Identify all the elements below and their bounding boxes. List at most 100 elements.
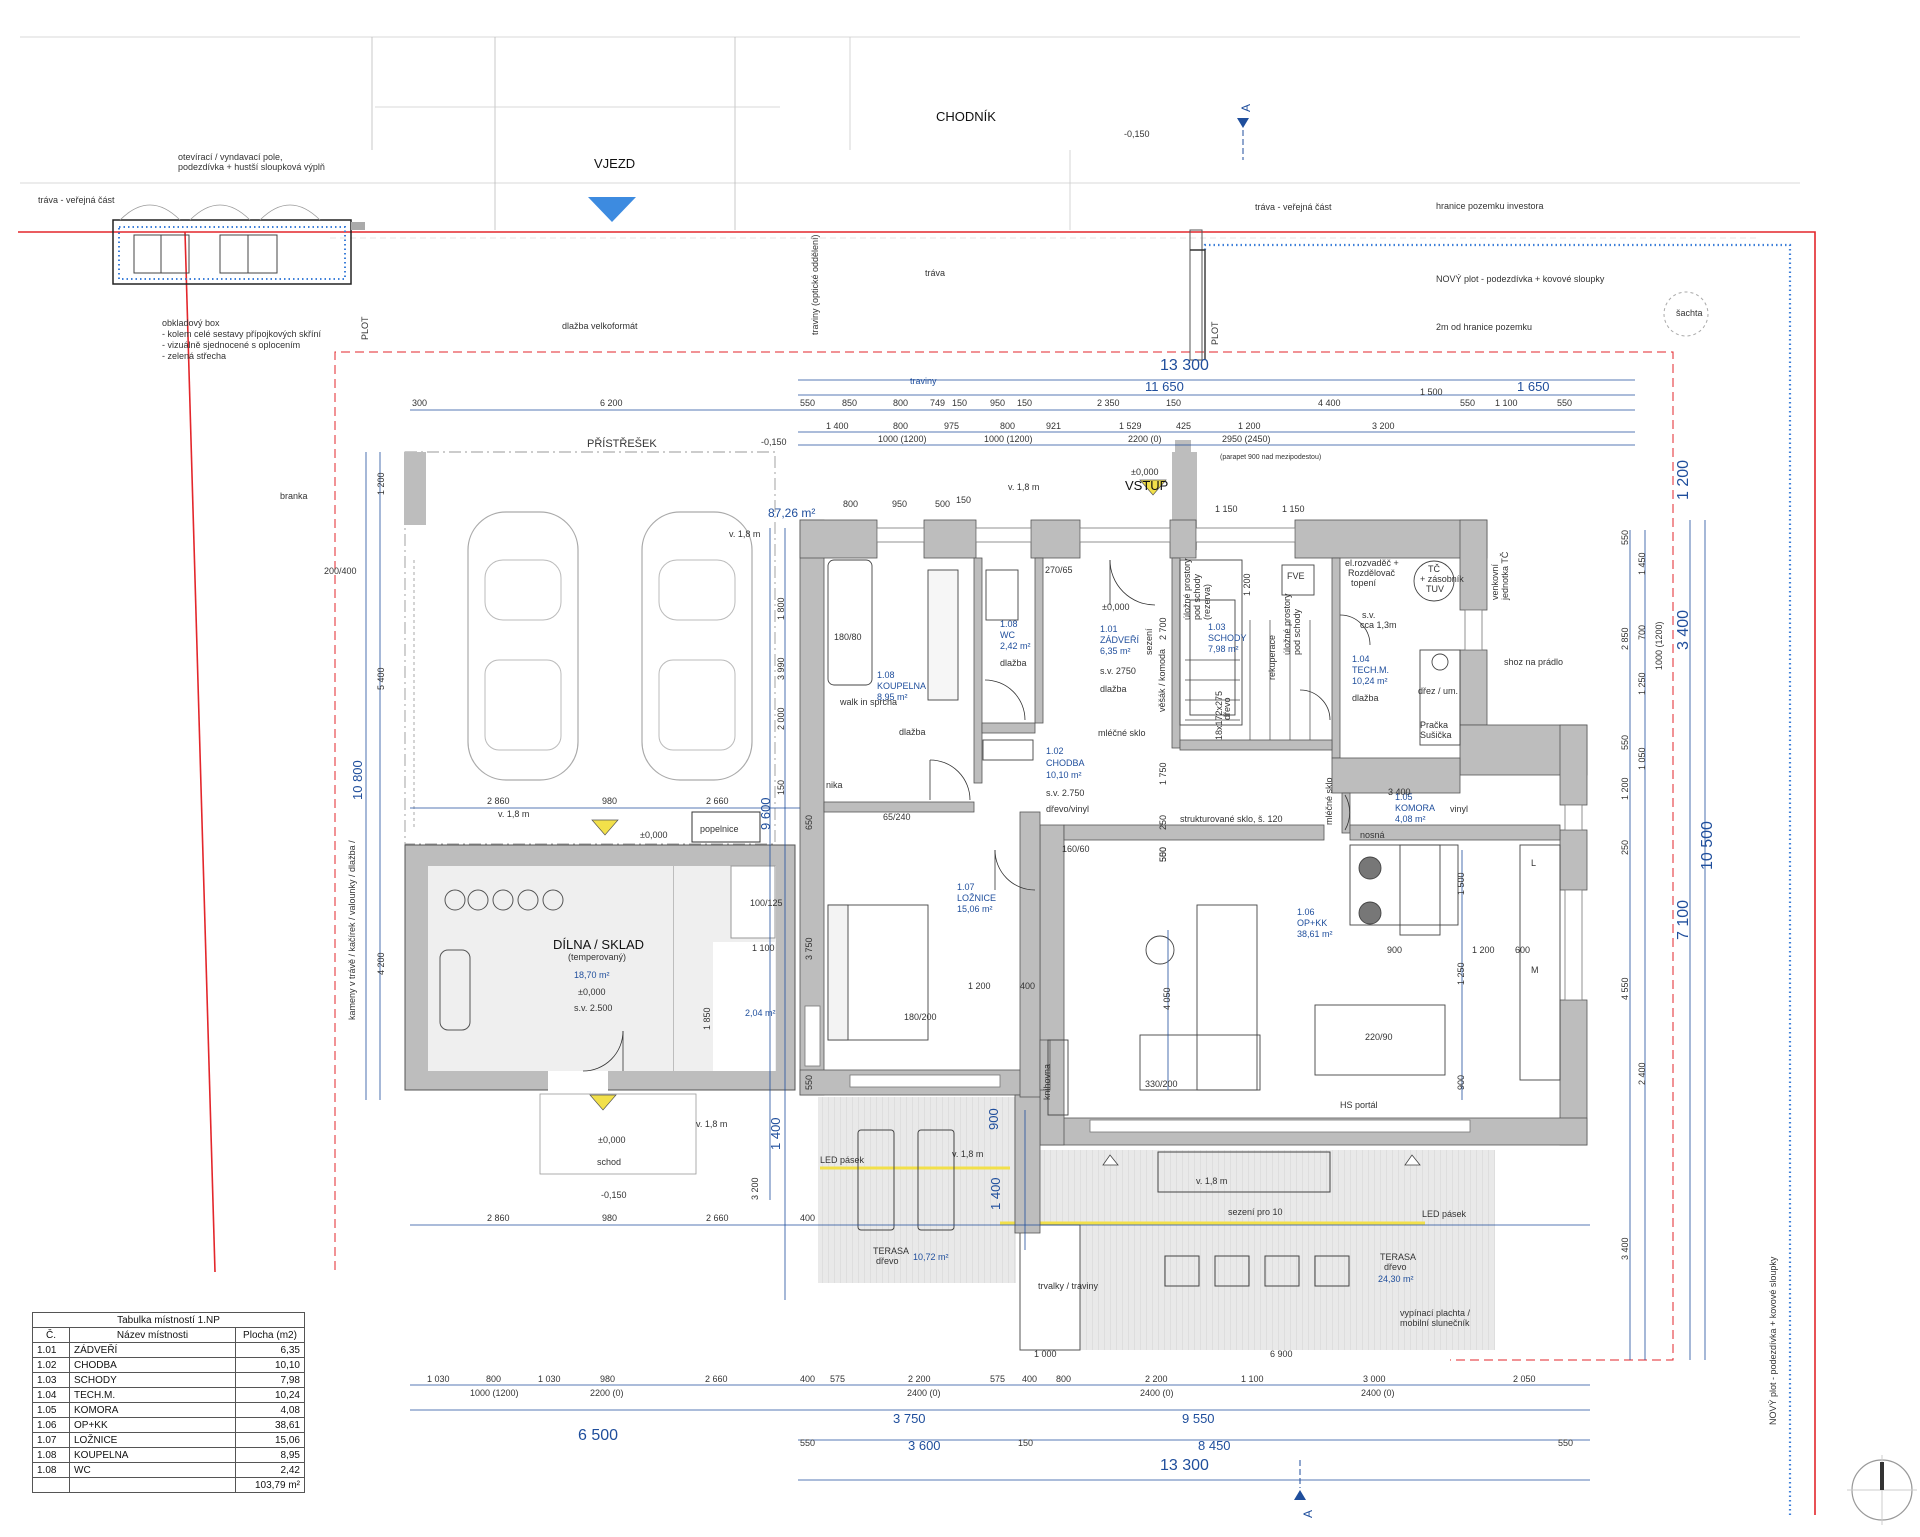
note-new-fence-vertical: NOVÝ plot - podezdívka + kovové sloupky: [1768, 1256, 1778, 1425]
svg-text:950: 950: [990, 398, 1005, 408]
note-new-fence: NOVÝ plot - podezdívka + kovové sloupky: [1436, 274, 1605, 284]
svg-text:850: 850: [842, 398, 857, 408]
svg-text:cca 1,3m: cca 1,3m: [1360, 620, 1397, 630]
svg-text:1 500: 1 500: [1420, 387, 1443, 397]
grass-label: tráva: [925, 268, 945, 278]
svg-text:400: 400: [1020, 981, 1035, 991]
svg-text:2 660: 2 660: [706, 1213, 729, 1223]
svg-text:800: 800: [1000, 421, 1015, 431]
dimensions-left: 1 200 5 400 4 200 10 800 1 800 3 990 2 0…: [350, 472, 1003, 1210]
svg-text:980: 980: [602, 796, 617, 806]
svg-text:věšák / komoda: věšák / komoda: [1157, 649, 1167, 712]
svg-text:3 400: 3 400: [1388, 787, 1411, 797]
svg-text:1 800: 1 800: [776, 597, 786, 620]
svg-text:150: 150: [956, 495, 971, 505]
svg-text:1 100: 1 100: [752, 943, 775, 953]
svg-text:dřez / um.: dřez / um.: [1418, 686, 1458, 696]
svg-text:3 600: 3 600: [908, 1438, 941, 1453]
svg-text:3 750: 3 750: [893, 1411, 926, 1426]
svg-text:550: 550: [800, 398, 815, 408]
svg-text:950: 950: [892, 499, 907, 509]
site-labels: CHODNÍK VJEZD tráva - veřejná část tráva…: [38, 104, 1703, 1518]
svg-text:1 200: 1 200: [376, 472, 386, 495]
svg-text:pod schody: pod schody: [1192, 573, 1202, 620]
note-awning-1: vypínací plachta /: [1400, 1308, 1471, 1318]
svg-text:150: 150: [1166, 398, 1181, 408]
workshop-labels: DÍLNA / SKLAD (temperovaný) 18,70 m² ±0,…: [553, 937, 776, 1018]
svg-text:9 600: 9 600: [758, 797, 773, 830]
svg-text:Rozdělovač: Rozdělovač: [1348, 568, 1396, 578]
entrance-arrow-icon: [1139, 479, 1167, 496]
room-table: Tabulka místností 1.NP Č. Název místnost…: [32, 1312, 305, 1493]
svg-text:dlažba: dlažba: [899, 727, 926, 737]
note-box-3: - vizuálně sjednocené s oplocením: [162, 340, 300, 350]
car-left: [467, 511, 579, 781]
furniture-labels: 180/80 180/200 330/200 220/90 65/240 100…: [597, 551, 1539, 1217]
svg-text:nosná: nosná: [1360, 830, 1385, 840]
loungers: [857, 1129, 1350, 1287]
note-awning-2: mobilní slunečník: [1400, 1318, 1470, 1328]
svg-text:L: L: [1531, 858, 1536, 868]
workshop-area: 18,70 m²: [574, 970, 610, 980]
svg-text:2400 (0): 2400 (0): [1140, 1388, 1174, 1398]
svg-text:±0,000: ±0,000: [1102, 602, 1129, 612]
note-height-5: v. 1,8 m: [952, 1149, 983, 1159]
terrace-left: [818, 1097, 1016, 1283]
note-height-2: v. 1,8 m: [729, 529, 760, 539]
svg-text:dlažba: dlažba: [1000, 658, 1027, 668]
svg-text:150: 150: [776, 780, 786, 795]
svg-text:6 200: 6 200: [600, 398, 623, 408]
svg-text:venkovní: venkovní: [1490, 563, 1500, 600]
workshop-level: ±0,000: [578, 987, 605, 997]
svg-text:vinyl: vinyl: [1450, 804, 1468, 814]
svg-text:749: 749: [930, 398, 945, 408]
svg-text:+ zásobník: + zásobník: [1420, 574, 1464, 584]
driveway-label: VJEZD: [594, 156, 635, 171]
svg-text:800: 800: [893, 398, 908, 408]
svg-text:10 800: 10 800: [350, 760, 365, 800]
svg-text:3 400: 3 400: [1620, 1237, 1630, 1260]
room-table-header-no: Č.: [32, 1327, 70, 1343]
svg-text:6 900: 6 900: [1270, 1349, 1293, 1359]
svg-text:65/240: 65/240: [883, 812, 911, 822]
svg-text:ZÁDVEŘÍ: ZÁDVEŘÍ: [1100, 635, 1140, 645]
workshop-name: DÍLNA / SKLAD: [553, 937, 644, 952]
svg-text:330/200: 330/200: [1145, 1079, 1178, 1089]
note-gate-fill-1: otevírací / vyndavací pole,: [178, 152, 283, 162]
svg-text:1 150: 1 150: [1282, 504, 1305, 514]
svg-text:1 529: 1 529: [1119, 421, 1142, 431]
svg-text:1.01: 1.01: [1100, 624, 1118, 634]
carport-label: PŘÍSTŘEŠEK: [587, 437, 657, 450]
svg-text:úložné prostory: úložné prostory: [1182, 558, 1192, 620]
svg-text:400: 400: [800, 1213, 815, 1223]
svg-text:1 850: 1 850: [702, 1007, 712, 1030]
svg-text:4 550: 4 550: [1620, 977, 1630, 1000]
svg-text:150: 150: [1017, 398, 1032, 408]
svg-text:1000 (1200): 1000 (1200): [1654, 621, 1664, 670]
doors: [929, 559, 1371, 891]
svg-text:7,98 m²: 7,98 m²: [1208, 644, 1239, 654]
svg-text:8 450: 8 450: [1198, 1438, 1231, 1453]
svg-text:sezení: sezení: [1144, 628, 1154, 655]
svg-text:2200 (0): 2200 (0): [1128, 434, 1162, 444]
svg-text:180/80: 180/80: [834, 632, 862, 642]
terrace-right-name: TERASA: [1380, 1252, 1416, 1262]
room-table-header-area: Plocha (m2): [235, 1327, 305, 1343]
svg-text:1.02: 1.02: [1046, 746, 1064, 756]
north-arrow-icon: [1847, 1455, 1917, 1525]
svg-text:400: 400: [800, 1374, 815, 1384]
two-meter-offset-line: [334, 351, 1674, 1361]
svg-text:550: 550: [1620, 735, 1630, 750]
note-box-4: - zelená střecha: [162, 351, 226, 361]
svg-text:1.08: 1.08: [877, 670, 895, 680]
svg-text:220/90: 220/90: [1365, 1032, 1393, 1042]
svg-text:Pračka: Pračka: [1420, 720, 1448, 730]
svg-text:2 050: 2 050: [1513, 1374, 1536, 1384]
